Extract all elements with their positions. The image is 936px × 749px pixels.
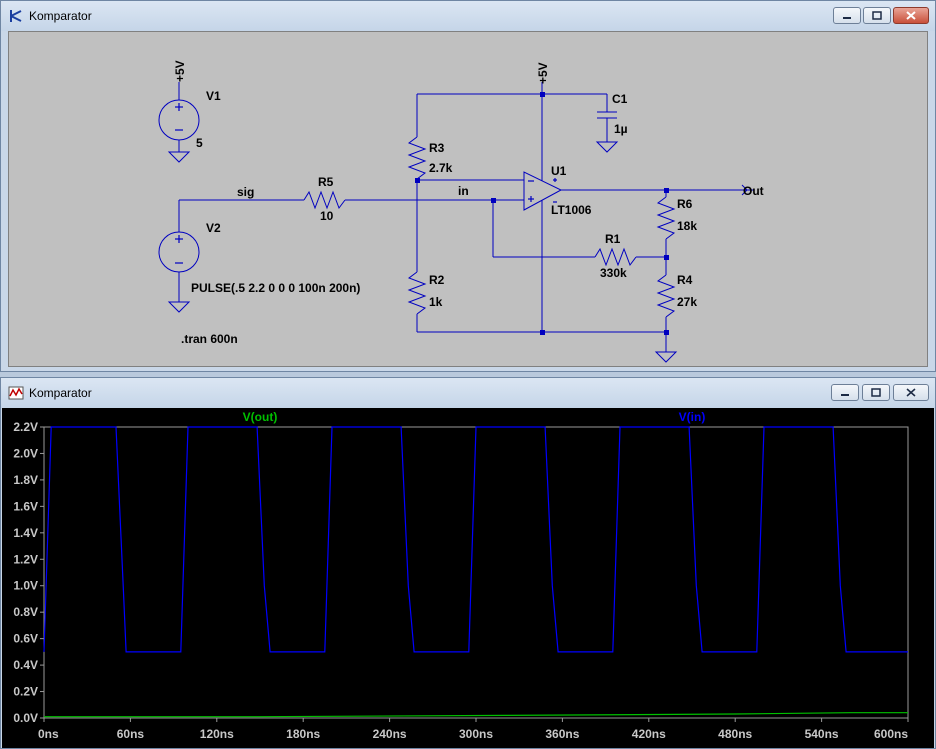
maximize-button[interactable] [863,7,891,24]
x-tick-label: 120ns [200,727,234,741]
label-c1-value: 1µ [614,122,628,136]
ground-symbol [167,301,191,313]
x-tick-label: 180ns [286,727,320,741]
schematic-titlebar[interactable]: Komparator [1,1,935,31]
y-tick-label: 1.2V [13,552,38,566]
minimize-button[interactable] [833,7,861,24]
label-r2-name: R2 [429,273,445,287]
x-tick-label: 480ns [718,727,752,741]
minimize-icon [843,17,851,19]
label-v1-name: V1 [206,89,221,103]
label-u1-supply-net: +5V [536,62,550,84]
schematic-drawing: +5V V1 5 V2 PULSE(.5 2.2 0 0 0 100n 200n… [158,60,764,363]
spice-directive[interactable]: .tran 600n [181,332,238,346]
label-out-net: Out [743,184,764,198]
ground-symbol [654,351,678,363]
schematic-canvas[interactable]: +5V V1 5 V2 PULSE(.5 2.2 0 0 0 100n 200n… [8,31,928,367]
restore-icon [872,11,882,20]
resistor-r1[interactable] [594,247,637,267]
y-tick-label: 1.6V [13,499,38,513]
waveform-app-icon [8,386,24,400]
waveform-titlebar[interactable]: Komparator [1,378,935,408]
y-tick-label: 0.6V [13,632,38,646]
x-tick-label: 540ns [805,727,839,741]
minimize-icon [841,394,849,396]
net-flag-out [741,184,748,196]
label-r5-name: R5 [318,175,334,189]
label-v1-value: 5 [196,136,203,150]
resistor-r2[interactable] [407,271,427,315]
close-button[interactable] [893,7,929,24]
y-tick-label: 0.0V [13,711,38,725]
minimize-button[interactable] [831,384,859,401]
y-tick-label: 0.8V [13,605,38,619]
y-tick-label: 2.0V [13,446,38,460]
y-tick-label: 1.4V [13,526,38,540]
close-icon [906,388,916,397]
legend-entry: V(in) [679,410,706,424]
close-icon [906,11,916,20]
x-tick-label: 600ns [874,727,908,741]
y-tick-label: 0.2V [13,685,38,699]
label-v2-name: V2 [206,221,221,235]
label-u1-value: LT1006 [551,203,592,217]
label-r2-value: 1k [429,295,443,309]
label-r3-value: 2.7k [429,161,453,175]
ground-symbol [595,141,619,153]
label-r5-value: 10 [320,209,334,223]
label-r4-name: R4 [677,273,693,287]
legend-entry: V(out) [243,410,278,424]
label-c1-name: C1 [612,92,628,106]
schematic-window-title: Komparator [29,9,92,23]
waveform-plot-pane[interactable]: 0.0V 0.2V 0.4V 0.6V 0.8V 1.0V 1.2V 1.4V 1.6V 1.8V… [2,408,934,748]
label-u1-name: U1 [551,164,567,178]
maximize-button[interactable] [862,384,890,401]
label-r3-name: R3 [429,141,445,155]
label-r6-name: R6 [677,197,693,211]
label-v1-net: +5V [173,60,187,82]
resistor-r3[interactable] [407,136,427,180]
y-tick-label: 0.4V [13,658,38,672]
x-tick-label: 300ns [459,727,493,741]
x-tick-label: 60ns [117,727,145,741]
label-r1-value: 330k [600,266,627,280]
y-tick-label: 2.2V [13,420,38,434]
label-in-net: in [458,184,469,198]
label-r1-name: R1 [605,232,621,246]
label-r4-value: 27k [677,295,697,309]
y-tick-label: 1.0V [13,579,38,593]
label-v2-value: PULSE(.5 2.2 0 0 0 100n 200n) [191,281,360,295]
label-r6-value: 18k [677,219,697,233]
y-tick-label: 1.8V [13,473,38,487]
trace-v-in [43,426,908,653]
x-tick-label: 240ns [373,727,407,741]
label-sig-net: sig [237,185,254,199]
resistor-r4[interactable] [656,274,676,318]
schematic-app-icon [10,10,22,22]
waveform-chart: 0.0V 0.2V 0.4V 0.6V 0.8V 1.0V 1.2V 1.4V 1.6V 1.8V… [13,410,909,741]
schematic-window: Komparator [0,0,936,372]
plot-frame [43,426,909,719]
waveform-window-title: Komparator [29,386,92,400]
resistor-r6[interactable] [656,196,676,240]
x-tick-label: 0ns [38,727,59,741]
waveform-window: Komparator 0.0V 0.2V 0.4V 0.6V 0.8V 1.0V 1.2V 1… [0,377,936,749]
ground-symbol [167,151,191,163]
x-tick-label: 360ns [545,727,579,741]
x-tick-label: 420ns [632,727,666,741]
trace-v-out [44,712,908,718]
resistor-r5[interactable] [303,190,346,210]
restore-icon [871,388,881,397]
close-button[interactable] [893,384,929,401]
